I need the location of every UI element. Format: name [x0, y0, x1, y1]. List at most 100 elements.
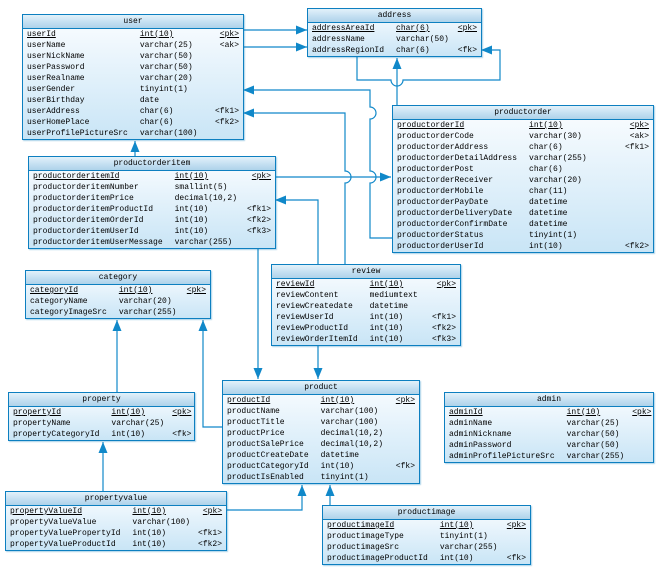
column-name: propertyValuePropertyId: [10, 529, 121, 538]
column-type: varchar(20): [118, 297, 172, 306]
column-type: int(10): [320, 462, 355, 471]
table-title: productorder: [393, 106, 653, 120]
column-type: decimal(10,2): [320, 440, 384, 449]
column-name: productIsEnabled: [227, 473, 304, 482]
column-key: [617, 208, 653, 219]
column-key: <pk>: [251, 172, 271, 181]
relation-product.productCategoryId-to-category[interactable]: [198, 320, 222, 428]
column-name: productPrice: [227, 429, 285, 438]
table-title: address: [308, 9, 481, 23]
column-name: userProfilePictureSrc: [27, 129, 128, 138]
column-key: <fk2>: [246, 216, 271, 225]
column-name: productId: [227, 396, 271, 405]
column-key: <pk>: [629, 121, 649, 130]
column-name: productorderitemUserMessage: [33, 238, 163, 247]
column-key: [617, 219, 653, 230]
column-type: int(10): [566, 408, 601, 417]
column-type: int(10): [132, 507, 167, 516]
table-title: product: [223, 381, 419, 395]
relation-propertyvalue.propertyValueProductId-to-product[interactable]: [225, 485, 307, 511]
column-type: varchar(50): [566, 430, 620, 439]
column-key: [617, 186, 653, 197]
column-type: char(6): [396, 46, 430, 55]
table-title: productimage: [323, 506, 530, 520]
column-name: categoryName: [30, 297, 88, 306]
relation-review.reviewUserId-to-user[interactable]: [243, 108, 352, 264]
table-title: propertyvalue: [6, 492, 226, 506]
column-name: reviewUserId: [276, 313, 334, 322]
column-type: tinyint(1): [529, 231, 578, 240]
column-type: varchar(25): [566, 419, 620, 428]
column-name: productimageId: [327, 521, 395, 530]
column-type: int(10): [369, 335, 404, 344]
column-type: varchar(100): [139, 129, 198, 138]
column-name: productorderitemUserId: [33, 227, 139, 236]
column-type: int(10): [439, 521, 474, 530]
column-type: varchar(20): [529, 176, 582, 185]
column-name: productorderDetailAddress: [397, 154, 518, 163]
column-name: userGender: [27, 85, 76, 94]
column-type: tinyint(1): [139, 85, 188, 94]
column-type: varchar(25): [111, 419, 165, 428]
column-type: int(10): [320, 396, 355, 405]
table-title: productorderitem: [29, 157, 275, 171]
column-name: userName: [27, 41, 66, 50]
column-key: [239, 193, 275, 204]
column-name: productimageSrc: [327, 543, 400, 552]
column-type: datetime: [529, 198, 568, 207]
column-name: addressRegionId: [312, 46, 385, 55]
column-name: reviewContent: [276, 291, 339, 300]
column-key: <fk>: [172, 430, 192, 439]
column-key: [388, 472, 419, 483]
relation-address.addressRegionId-to-address[interactable]: [356, 45, 501, 87]
column-name: userId: [27, 30, 56, 39]
column-type: int(10): [111, 408, 146, 417]
column-key: [617, 175, 653, 186]
table-title: category: [26, 271, 210, 285]
relation-productorder.productorderUserId-to-user[interactable]: [243, 85, 392, 239]
column-key: [617, 153, 653, 164]
column-key: <pk>: [506, 521, 526, 530]
column-type: int(10): [439, 554, 474, 563]
column-type: datetime: [320, 451, 360, 460]
column-key: <pk>: [457, 24, 477, 33]
column-key: [207, 95, 243, 106]
column-type: int(10): [132, 529, 167, 538]
column-name: propertyId: [13, 408, 62, 417]
column-type: int(10): [118, 286, 153, 295]
table-title: user: [23, 15, 243, 29]
column-key: <fk1>: [431, 313, 456, 322]
column-name: adminName: [449, 419, 493, 428]
column-name: productorderitemId: [33, 172, 120, 181]
column-name: propertyName: [13, 419, 71, 428]
column-key: <pk>: [436, 280, 456, 289]
relation-review.reviewOrderItemId-to-productorderitem[interactable]: [275, 195, 319, 264]
column-key: <pk>: [202, 507, 223, 516]
